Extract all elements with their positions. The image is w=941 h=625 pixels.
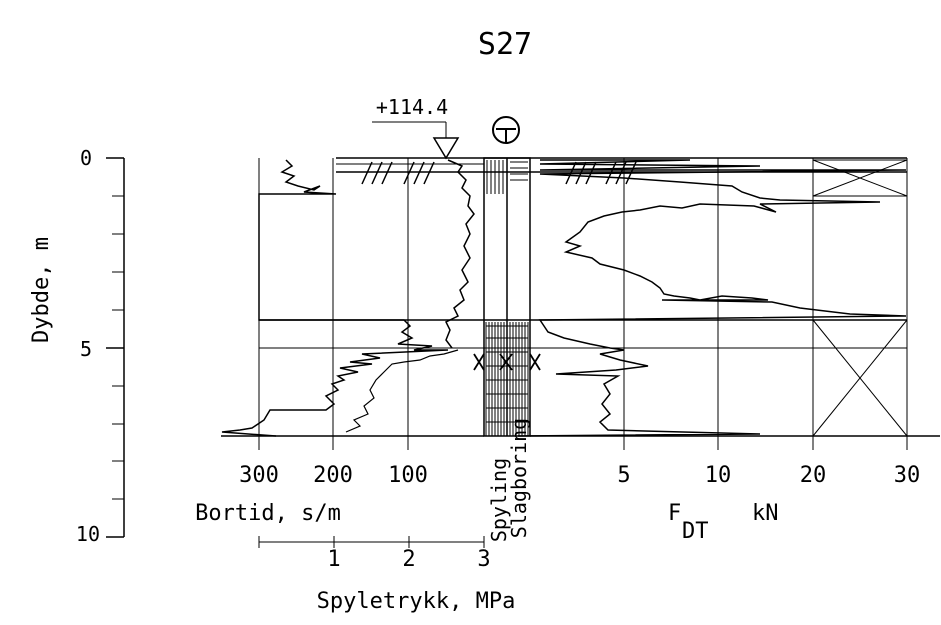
bortid-grid [221,158,484,450]
bortid-tick-200: 200 [313,463,353,488]
level-marker: +114.4 [372,95,460,160]
force-tick-30: 30 [894,463,921,488]
circled-t-icon [492,116,520,144]
bortid-axis: 300 200 100 Bortid, s/m [195,463,428,526]
spyletrykk-tick-1: 1 [327,547,340,572]
force-curve [517,159,907,437]
depth-tick-5: 5 [80,337,92,361]
depth-tick-10: 10 [76,522,100,546]
force-tick-20: 20 [800,463,827,488]
spyletrykk-tick-2: 2 [402,547,415,572]
method-column: Spyling Slagboring [473,157,541,542]
force-axis-label-main: F [668,501,681,526]
force-axis-label-sub: DT [682,519,709,544]
slagboring-label: Slagboring [507,418,531,538]
depth-axis-label: Dybde, m [29,237,54,343]
cross-boxes [812,159,908,437]
diagram-title: S27 [478,27,532,62]
bortid-tick-100: 100 [388,463,428,488]
force-axis-label-unit: kN [752,501,779,526]
bortid-curve-upper [444,159,475,349]
depth-axis: 0 5 10 Dybde, m [29,146,125,546]
bortid-curve [221,159,449,437]
force-tick-5: 5 [617,463,630,488]
spyletrykk-axis: 1 2 3 Spyletrykk, MPa [258,536,516,614]
depth-tick-0: 0 [80,146,92,170]
x-mark-icon [473,353,541,371]
force-axis: 5 10 20 30 F DT kN [617,463,920,544]
down-triangle-icon [432,137,460,160]
level-value: +114.4 [376,95,448,119]
bortid-curve-lower [345,349,459,433]
spyling-label: Spyling [487,458,511,542]
force-tick-10: 10 [705,463,732,488]
bortid-axis-label: Bortid, s/m [195,501,341,526]
spyletrykk-axis-label: Spyletrykk, MPa [317,589,516,614]
spyletrykk-tick-3: 3 [477,547,490,572]
bortid-tick-300: 300 [239,463,279,488]
